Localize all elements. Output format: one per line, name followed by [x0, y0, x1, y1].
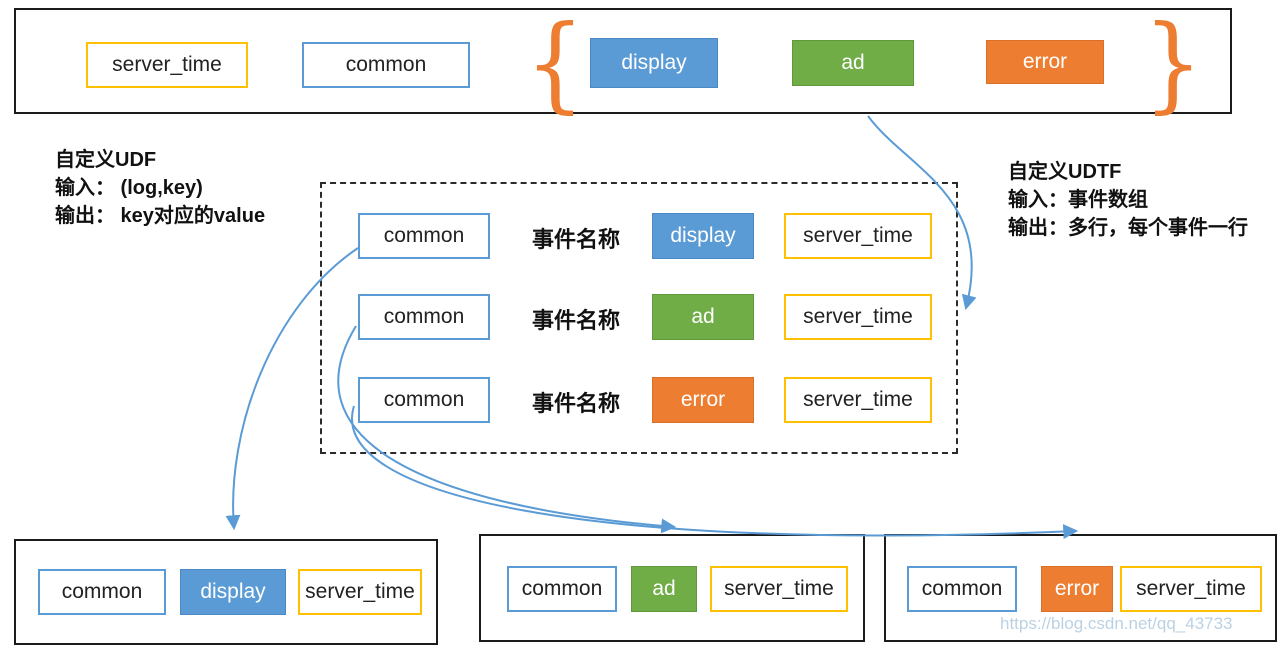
middle-row2-event-name-label: 事件名称 — [532, 308, 621, 333]
bottom3-error-label: error — [1054, 577, 1100, 600]
middle-row1-server-time-box: server_time — [784, 213, 932, 259]
top-ad-box: ad — [792, 40, 914, 86]
bottom2-common-box: common — [507, 566, 617, 612]
bottom2-ad-label: ad — [652, 577, 676, 600]
top-display-label: display — [621, 51, 687, 74]
middle-row1-display-box: display — [652, 213, 754, 259]
udtf-note: 自定义UDTF 输入：事件数组 输出：多行，每个事件一行 — [1008, 158, 1248, 242]
open-brace-glyph: { — [525, 2, 585, 124]
udtf-note-output: 输出：多行，每个事件一行 — [1008, 217, 1248, 239]
bottom3-common-box: common — [907, 566, 1017, 612]
top-log-frame: server_time common { display ad error } — [14, 2, 1232, 124]
top-error-label: error — [1022, 50, 1068, 73]
udf-note: 自定义UDF 输入： (log,key) 输出： key对应的value — [55, 146, 265, 230]
udf-note-input: 输入： (log,key) — [55, 177, 203, 199]
top-common-label: common — [345, 53, 427, 76]
bottom-frame-ad: common ad server_time — [479, 534, 865, 642]
bottom3-common-label: common — [921, 577, 1003, 600]
middle-row2-ad-label: ad — [691, 305, 715, 328]
top-server-time-box: server_time — [86, 42, 248, 88]
middle-row1-server-time-label: server_time — [803, 224, 913, 247]
middle-row1-common-box: common — [358, 213, 490, 259]
bottom-frame-display: common display server_time — [14, 539, 438, 645]
watermark-text: https://blog.csdn.net/qq_43733 — [1000, 614, 1233, 633]
top-error-box: error — [986, 40, 1104, 84]
bottom2-common-label: common — [521, 577, 603, 600]
bottom2-server-time-label: server_time — [724, 577, 834, 600]
middle-row2-server-time-label: server_time — [803, 305, 913, 328]
udtf-note-title: 自定义UDTF — [1008, 161, 1122, 183]
bottom1-display-label: display — [200, 580, 266, 603]
bottom1-display-box: display — [180, 569, 286, 615]
close-brace-glyph: } — [1143, 2, 1203, 124]
bottom-frame-error: common error server_time — [884, 534, 1277, 642]
middle-row2-server-time-box: server_time — [784, 294, 932, 340]
middle-row1-event-name-label: 事件名称 — [532, 227, 621, 252]
middle-row3-error-box: error — [652, 377, 754, 423]
bottom3-server-time-box: server_time — [1120, 566, 1262, 612]
top-ad-label: ad — [841, 51, 865, 74]
middle-row3-common-label: common — [383, 388, 465, 411]
bottom2-ad-box: ad — [631, 566, 697, 612]
udtf-note-input: 输入：事件数组 — [1008, 189, 1148, 211]
udf-note-title: 自定义UDF — [55, 149, 157, 171]
bottom1-server-time-box: server_time — [298, 569, 422, 615]
middle-row3-error-label: error — [680, 388, 726, 411]
bottom1-server-time-label: server_time — [305, 580, 415, 603]
bottom3-server-time-label: server_time — [1136, 577, 1246, 600]
top-server-time-label: server_time — [112, 53, 222, 76]
top-common-box: common — [302, 42, 470, 88]
middle-row3-server-time-label: server_time — [803, 388, 913, 411]
bottom1-common-label: common — [61, 580, 143, 603]
top-display-box: display — [590, 38, 718, 88]
udf-note-output: 输出： key对应的value — [55, 205, 266, 227]
middle-row2-ad-box: ad — [652, 294, 754, 340]
middle-row1-display-label: display — [670, 224, 736, 247]
middle-row3-event-name-label: 事件名称 — [532, 391, 621, 416]
bottom1-common-box: common — [38, 569, 166, 615]
middle-row3-server-time-box: server_time — [784, 377, 932, 423]
middle-row1-common-label: common — [383, 224, 465, 247]
bottom2-server-time-box: server_time — [710, 566, 848, 612]
middle-row2-common-box: common — [358, 294, 490, 340]
bottom3-error-box: error — [1041, 566, 1113, 612]
middle-row2-common-label: common — [383, 305, 465, 328]
middle-row3-common-box: common — [358, 377, 490, 423]
